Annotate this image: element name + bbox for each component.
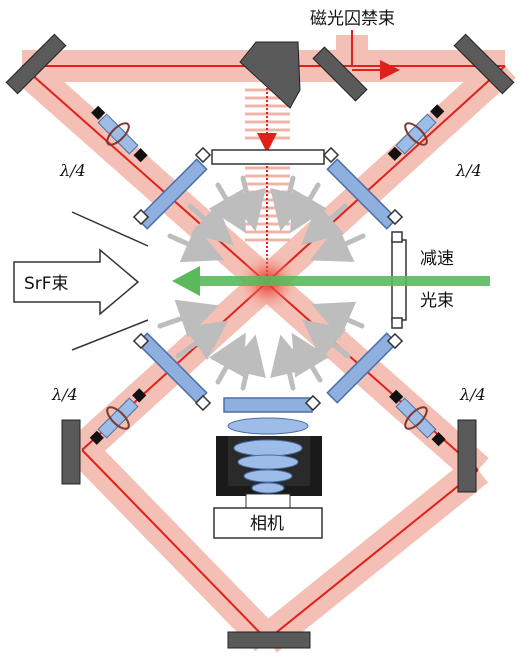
mirror-top-right	[453, 33, 515, 95]
mirror-bottom	[227, 631, 311, 649]
vacuum-chamber	[132, 146, 407, 413]
mirrors	[5, 33, 515, 649]
mirror-mot-input	[312, 46, 368, 102]
decel-label-1: 减速	[420, 249, 454, 269]
srf-beam-arrow	[13, 248, 140, 316]
camera-lens-stack	[216, 417, 322, 509]
mot-beam-label: 磁光囚禁束	[310, 9, 395, 29]
camera-label: 相机	[250, 514, 284, 534]
lambda-label-top-right: λ/4	[455, 161, 482, 180]
mirror-right	[457, 419, 477, 493]
mirror-top-left	[5, 33, 67, 95]
window-upper-right	[326, 158, 398, 230]
decel-label-2: 光束	[420, 291, 454, 311]
srf-nozzle	[71, 211, 149, 351]
restoring-force-arrows	[157, 175, 366, 391]
window-top	[211, 149, 325, 165]
lambda-label-bottom-right: λ/4	[459, 385, 486, 404]
camera-box	[213, 507, 323, 539]
lambda-label-top-left: λ/4	[59, 161, 86, 180]
lambda-label-bottom-left: λ/4	[51, 385, 78, 404]
mirror-left	[61, 419, 81, 485]
window-bottom	[223, 397, 313, 413]
mirror-top-pickoff	[239, 41, 301, 109]
srf-beam-label: SrF束	[24, 274, 69, 294]
deceleration-beam-arrow	[172, 266, 490, 296]
